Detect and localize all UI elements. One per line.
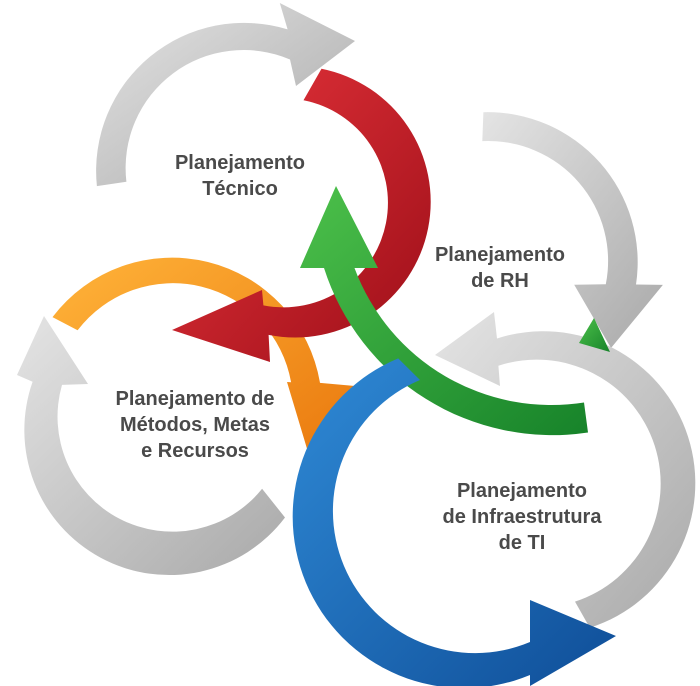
label-metodos-line3: e Recursos	[141, 440, 249, 462]
label-planejamento-tecnico: Planejamento Técnico	[165, 150, 315, 202]
label-tecnico-line1: Planejamento	[174, 152, 306, 174]
label-metodos-line1: Planejamento de	[115, 388, 275, 410]
label-infra-line3: de TI	[498, 532, 546, 554]
green-arrow-tip	[579, 318, 610, 352]
label-infra-line1: Planejamento	[456, 480, 588, 502]
cycle-arc-metodos	[17, 316, 285, 576]
label-planejamento-metodos: Planejamento de Métodos, Metas e Recurso…	[90, 386, 300, 464]
blue-arrow	[292, 358, 616, 686]
label-planejamento-infra: Planejamento de Infraestrutura de TI	[422, 478, 622, 556]
green-arrow	[300, 186, 588, 436]
red-arrow	[172, 68, 431, 363]
label-rh-line2: de RH	[471, 270, 529, 292]
cycle-arc-tecnico	[96, 3, 355, 187]
label-rh-line1: Planejamento	[434, 244, 566, 266]
cycle-arc-rh	[482, 112, 663, 348]
label-tecnico-line2: Técnico	[202, 178, 278, 200]
label-infra-line2: de Infraestrutura	[442, 506, 602, 528]
label-metodos-line2: Métodos, Metas	[119, 414, 271, 436]
label-planejamento-rh: Planejamento de RH	[425, 242, 575, 294]
cycle-arc-infra	[435, 312, 696, 628]
